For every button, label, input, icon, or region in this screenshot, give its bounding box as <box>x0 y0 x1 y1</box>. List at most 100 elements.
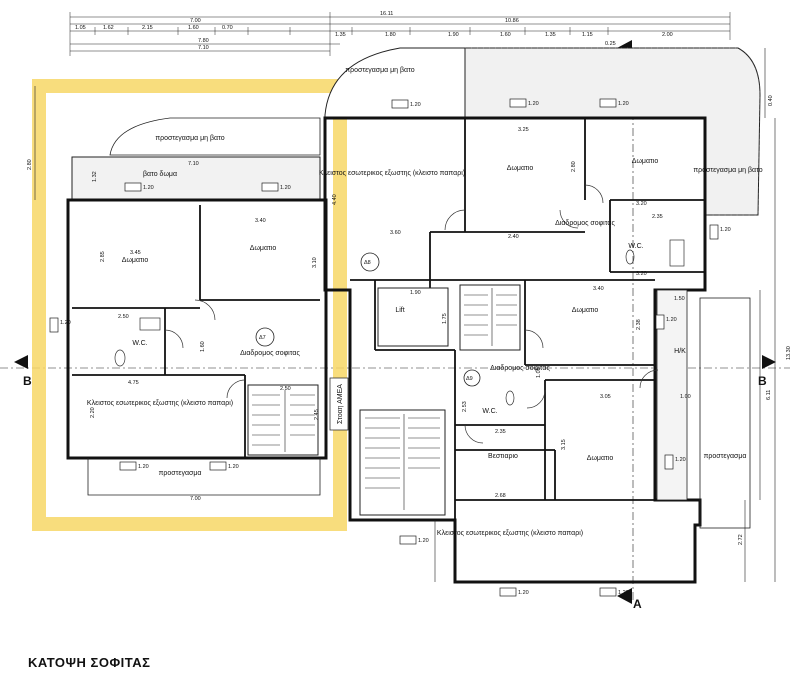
dim-wc1-h: 1.60 <box>200 341 206 352</box>
window-size-tag: 1.20 <box>518 590 529 596</box>
right-block-walls <box>323 116 707 584</box>
window-size-tag: 1.20 <box>666 317 677 323</box>
room-labels: προστεγασμα μη βατο προστεγασμα μη βατο … <box>87 67 763 537</box>
window-size-tag: 1.20 <box>618 101 629 107</box>
label-canopy-right: προστεγασμα μη βατο <box>693 167 762 174</box>
window-size-tag: 1.20 <box>618 590 629 596</box>
window-size-tag: 1.20 <box>143 185 154 191</box>
window-size-tag: 1.20 <box>410 102 421 108</box>
window-size-tag: 1.20 <box>60 320 71 326</box>
label-canopy-right-side: προστεγασμα <box>704 453 747 460</box>
label-wc-1: W.C. <box>132 340 147 347</box>
curved-balcony-top <box>324 47 466 119</box>
right-side-canopy <box>699 297 751 529</box>
dim-lift-h: 1.75 <box>442 313 448 324</box>
dim-row1-4: 0.70 <box>222 25 233 31</box>
dim-row1-10: 1.15 <box>582 32 593 38</box>
label-canopy-bottom-left: προστεγασμα <box>159 470 202 477</box>
tag-d7: Δ7 <box>259 335 266 341</box>
dim-roof-h: 1.32 <box>92 171 98 182</box>
right-block-partitions <box>350 118 705 520</box>
window-size-tag: 1.20 <box>138 464 149 470</box>
dim-left-top: 2.80 <box>27 159 33 170</box>
dim-row1-3: 1.60 <box>188 25 199 31</box>
label-bedroom-1: Δωματιο <box>122 257 149 264</box>
label-wc-3: W.C. <box>482 408 497 415</box>
top-dimension-chains <box>69 12 731 56</box>
label-wardrobe: Βεστιαριο <box>488 453 518 460</box>
dim-corr-top-w: 2.40 <box>508 234 519 240</box>
section-mark-b-left: B <box>23 374 32 388</box>
dim-bottom-left-w: 7.00 <box>190 496 201 502</box>
dim-lift-w: 1.90 <box>410 290 421 296</box>
dim-right-total: 10.86 <box>505 18 519 24</box>
dim-b3-h: 2.80 <box>571 161 577 172</box>
main-stair-treads <box>365 414 440 510</box>
top-dimension-labels: 16.11 7.00 10.86 1.05 1.62 2.15 1.60 0.7… <box>75 11 673 51</box>
dim-b3-w: 3.25 <box>518 127 529 133</box>
side-dimension-lines <box>34 48 776 582</box>
label-walkable-roof: βατο δωμα <box>143 171 177 178</box>
main-stair <box>359 409 446 516</box>
dim-right-top: 0.40 <box>768 95 774 106</box>
dim-right-small: 0.25 <box>605 41 616 47</box>
label-bedroom-2: Δωματιο <box>250 245 277 252</box>
dim-b6-w: 3.05 <box>600 394 611 400</box>
highlight-frame <box>32 79 347 531</box>
label-lift: Lift <box>395 307 404 314</box>
dim-row1-7: 1.90 <box>448 32 459 38</box>
dim-right-overall: 13.30 <box>786 346 792 360</box>
room-dimensions: 3.45 2.85 3.40 3.10 2.50 1.60 4.75 2.20 … <box>90 127 691 502</box>
label-bedroom-5: Δωματιο <box>572 307 599 314</box>
window-size-tag: 1.20 <box>720 227 731 233</box>
dim-row1-2: 2.15 <box>142 25 153 31</box>
label-amea: Στοαη ΑΜΕΑ <box>337 384 344 424</box>
dim-b6-h: 3.15 <box>561 439 567 450</box>
window-size-tag: 1.20 <box>280 185 291 191</box>
dim-row1-11: 2.00 <box>662 32 673 38</box>
dim-ward-w: 2.68 <box>495 493 506 499</box>
left-block-partitions <box>72 205 320 458</box>
dim-row1-9: 1.35 <box>545 32 556 38</box>
dim-roof-w: 7.10 <box>188 161 199 167</box>
dim-hk-w: 1.50 <box>674 296 685 302</box>
dim-wc1-w: 2.50 <box>118 314 129 320</box>
window-size-tag: 1.20 <box>418 538 429 544</box>
dim-ward-h: 2.53 <box>462 401 468 412</box>
left-block-walls <box>66 198 328 460</box>
dim-wc2-w: 2.35 <box>652 214 663 220</box>
dim-sub2: 7.10 <box>198 45 209 51</box>
dim-b1-h: 2.85 <box>100 251 106 262</box>
dim-row1-6: 1.80 <box>385 32 396 38</box>
top-right-roof <box>464 47 761 216</box>
right-stair-treads <box>464 288 517 346</box>
label-bedroom-4: Δωματιο <box>632 158 659 165</box>
dim-b4-w: 3.20 <box>636 201 647 207</box>
dim-row1-5: 1.35 <box>335 32 346 38</box>
label-corridor-1: Διαδρομος σοφιτας <box>240 350 300 357</box>
dim-right-mid: 6.11 <box>766 390 772 400</box>
dim-sub1: 7.80 <box>198 38 209 44</box>
right-stair-core <box>459 284 521 351</box>
label-bedroom-3: Δωματιο <box>507 165 534 172</box>
sanitary-fixtures <box>114 239 685 406</box>
label-enclosed-top: Κλειστος εσωτερικος εξωστης (κλειστο παπ… <box>319 170 465 177</box>
label-hk: Η/Κ <box>674 348 686 355</box>
dim-b1-w: 3.45 <box>130 250 141 256</box>
dim-enc-top-w: 3.60 <box>390 230 401 236</box>
tag-d8: Δ8 <box>364 260 371 266</box>
dim-stairs-h: 2.45 <box>314 409 320 420</box>
dim-b2-h: 3.10 <box>312 257 318 268</box>
label-canopy-left: προστεγασμα μη βατο <box>155 135 224 142</box>
section-mark-a-bottom: A <box>633 597 642 611</box>
dim-stairs-w: 2.50 <box>280 386 291 392</box>
dim-row1-8: 1.60 <box>500 32 511 38</box>
section-mark-b-right: B <box>758 374 767 388</box>
label-bedroom-6: Δωματιο <box>587 455 614 462</box>
dim-b5-h: 2.38 <box>636 319 642 330</box>
dim-b5-w: 3.40 <box>593 286 604 292</box>
dim-enc-top-h: 4.40 <box>332 194 338 205</box>
dim-wc3-h: 1.05 <box>536 367 542 378</box>
dim-wc3-w: 2.35 <box>495 429 506 435</box>
